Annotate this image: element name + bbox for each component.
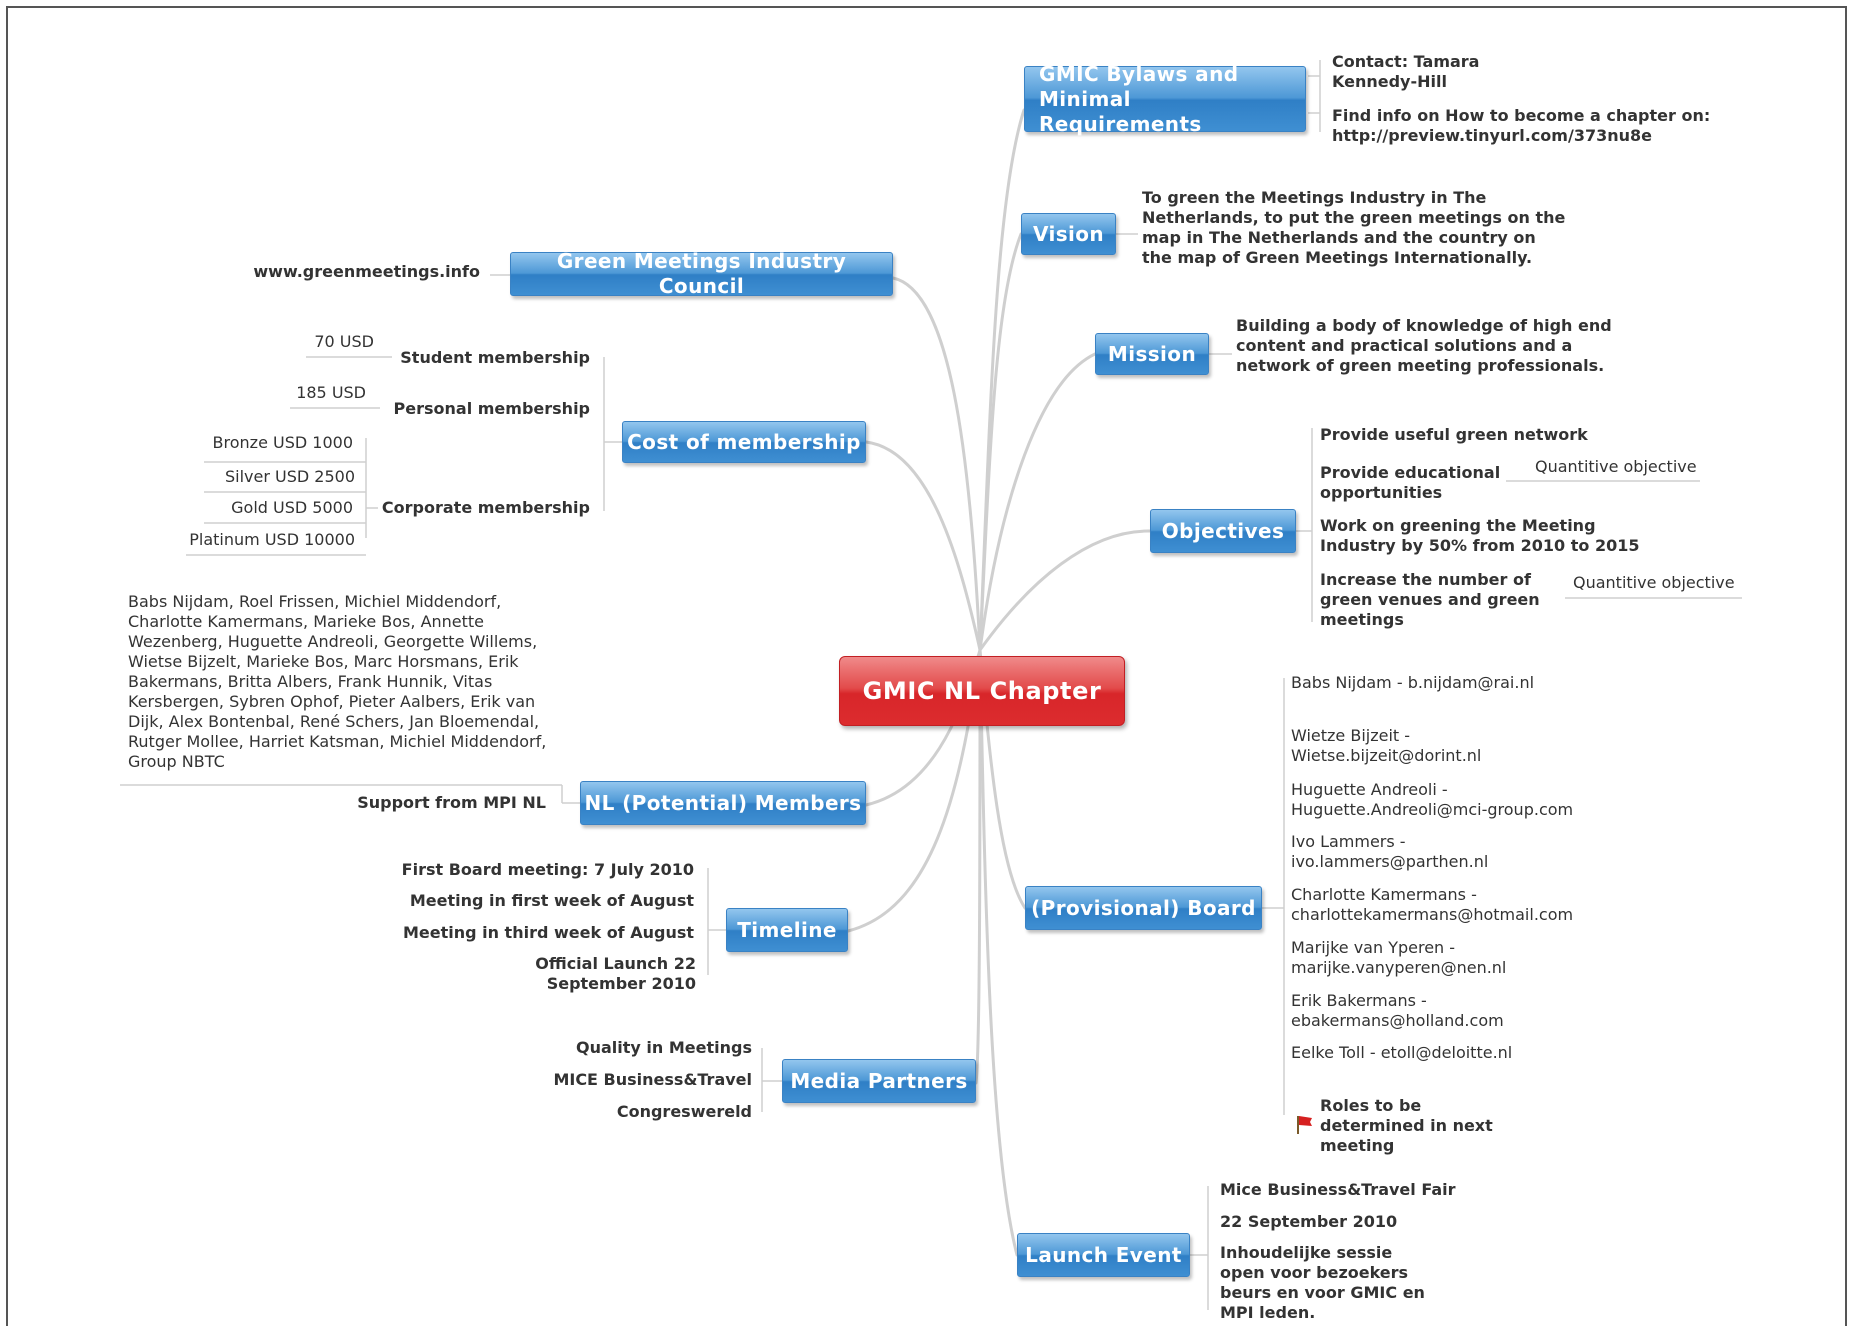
launch-item: Inhoudelijke sessie open voor bezoekers …: [1220, 1243, 1425, 1322]
bronze-tier: Bronze USD 1000: [212, 433, 353, 452]
topic-media-partners[interactable]: Media Partners: [782, 1059, 976, 1103]
media-partner: Congreswereld: [616, 1102, 752, 1121]
flag-icon: [1297, 1116, 1312, 1134]
media-partner: Quality in Meetings: [576, 1038, 752, 1057]
objective-item: Provide educational opportunities: [1320, 463, 1501, 502]
mission-text: Building a body of knowledge of high end…: [1236, 316, 1612, 375]
central-topic[interactable]: GMIC NL Chapter: [839, 656, 1125, 726]
members-support: Support from MPI NL: [357, 793, 546, 812]
objective-item: Increase the number of green venues and …: [1320, 570, 1540, 629]
page-border: [6, 6, 1847, 1326]
topic-mission[interactable]: Mission: [1095, 333, 1209, 375]
board-member: Ivo Lammers - ivo.lammers@parthen.nl: [1291, 832, 1489, 871]
platinum-tier: Platinum USD 10000: [189, 530, 355, 549]
board-member: Wietze Bijzeit - Wietse.bijzeit@dorint.n…: [1291, 726, 1482, 765]
personal-price: 185 USD: [296, 383, 366, 402]
topic-members[interactable]: NL (Potential) Members: [580, 781, 866, 825]
topic-gmic[interactable]: Green Meetings Industry Council: [510, 249, 893, 298]
topic-vision[interactable]: Vision: [1021, 213, 1116, 255]
bylaws-contact: Contact: Tamara Kennedy-Hill: [1332, 52, 1480, 91]
corporate-membership: Corporate membership: [381, 498, 590, 517]
topic-objectives[interactable]: Objectives: [1150, 509, 1296, 553]
topic-launch-event[interactable]: Launch Event: [1017, 1233, 1190, 1277]
topic-bylaws[interactable]: GMIC Bylaws and Minimal Requirements: [1024, 62, 1306, 136]
topic-timeline[interactable]: Timeline: [726, 908, 848, 952]
objective-item: Provide useful green network: [1320, 425, 1588, 444]
topic-cost[interactable]: Cost of membership: [622, 421, 866, 463]
gmic-url[interactable]: www.greenmeetings.info: [253, 262, 480, 281]
board-member: Marijke van Yperen - marijke.vanyperen@n…: [1291, 938, 1507, 977]
objective-marker: Quantitive objective: [1573, 573, 1735, 592]
board-member: Eelke Toll - etoll@deloitte.nl: [1291, 1043, 1513, 1062]
personal-membership: Personal membership: [393, 399, 590, 418]
launch-item: Mice Business&Travel Fair: [1220, 1180, 1456, 1199]
launch-item: 22 September 2010: [1220, 1212, 1398, 1231]
board-member: Huguette Andreoli - Huguette.Andreoli@mc…: [1291, 780, 1574, 819]
board-note: Roles to be determined in next meeting: [1320, 1096, 1493, 1155]
timeline-item: Meeting in first week of August: [409, 891, 694, 910]
gold-tier: Gold USD 5000: [231, 498, 353, 517]
board-member: Erik Bakermans - ebakermans@holland.com: [1291, 991, 1504, 1030]
timeline-item: First Board meeting: 7 July 2010: [401, 860, 694, 879]
timeline-item: Official Launch 22 September 2010: [535, 954, 696, 993]
vision-text: To green the Meetings Industry in The Ne…: [1142, 188, 1566, 267]
board-member: Charlotte Kamermans - charlottekamermans…: [1291, 885, 1574, 924]
silver-tier: Silver USD 2500: [224, 467, 355, 486]
media-partner: MICE Business&Travel: [553, 1070, 752, 1089]
timeline-item: Meeting in third week of August: [402, 923, 694, 942]
student-price: 70 USD: [314, 332, 374, 351]
board-member: Babs Nijdam - b.nijdam@rai.nl: [1291, 673, 1535, 692]
bylaws-find-info: Find info on How to become a chapter on:…: [1332, 106, 1711, 145]
members-list: Babs Nijdam, Roel Frissen, Michiel Midde…: [128, 592, 547, 771]
objective-marker: Quantitive objective: [1535, 457, 1697, 476]
objective-item: Work on greening the Meeting Industry by…: [1320, 516, 1640, 555]
topic-board[interactable]: (Provisional) Board: [1025, 886, 1262, 930]
student-membership: Student membership: [400, 348, 590, 367]
